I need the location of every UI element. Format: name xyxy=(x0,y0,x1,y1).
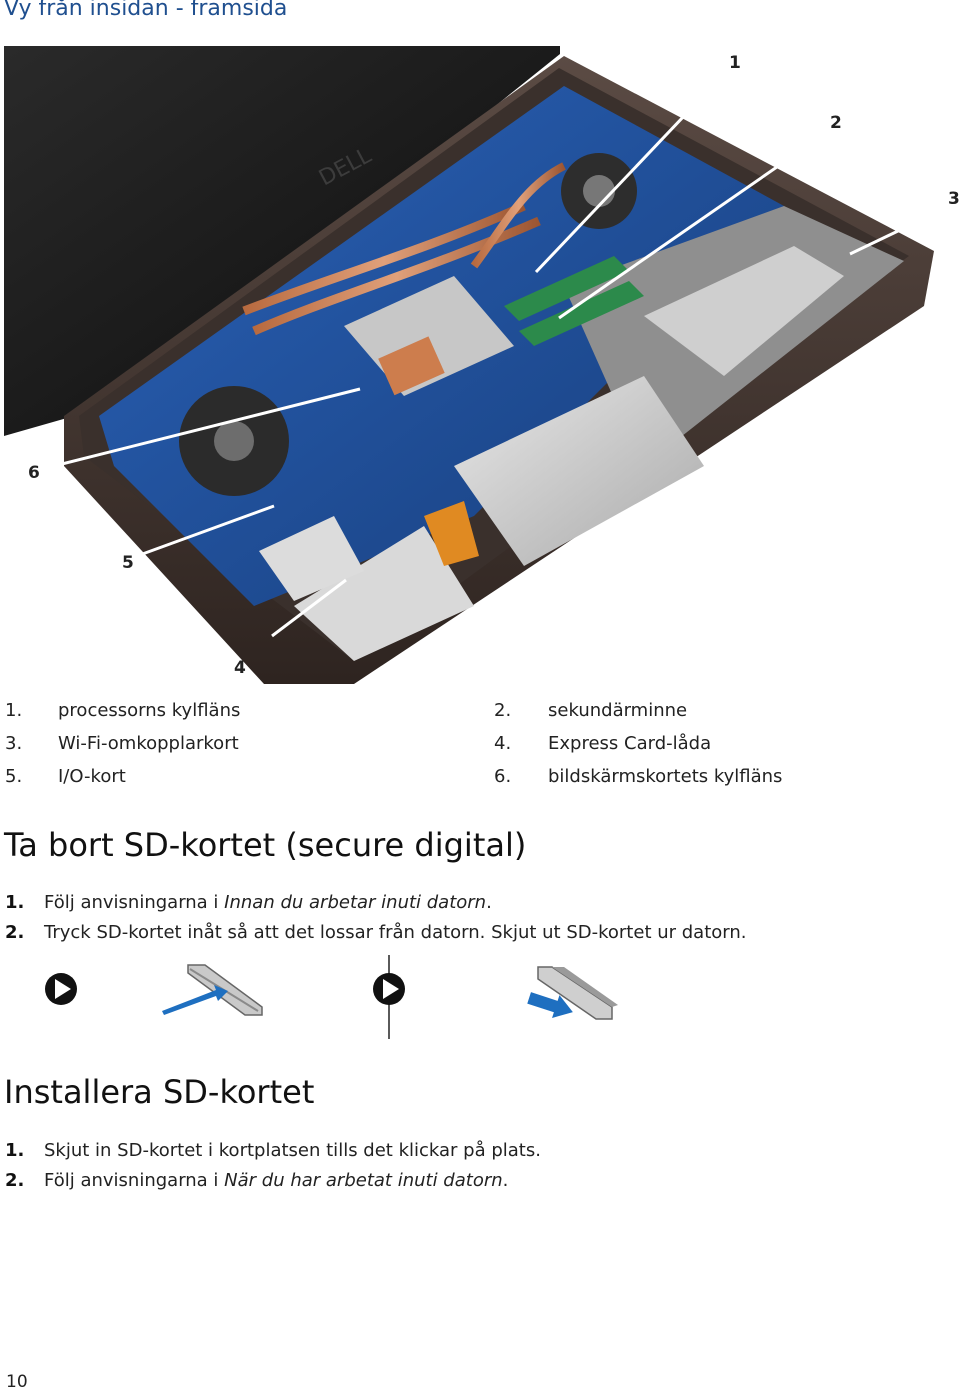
section-title: Vy från insidan - framsida xyxy=(4,0,288,21)
sd-card-illustrations xyxy=(45,955,618,1039)
legend-num: 1. xyxy=(5,700,23,721)
sd-card-push-illustration xyxy=(162,964,263,1016)
step-text: Följ anvisningarna i Innan du arbetar in… xyxy=(44,892,492,913)
callout-3: 3 xyxy=(948,189,960,209)
sd-card-eject-illustration xyxy=(527,966,618,1020)
page-number: 10 xyxy=(6,1372,28,1392)
legend-num: 6. xyxy=(494,766,512,787)
play-icon xyxy=(45,973,77,1005)
step-reference-link[interactable]: Innan du arbetar inuti datorn xyxy=(224,892,487,913)
callout-6: 6 xyxy=(28,463,40,483)
callout-4: 4 xyxy=(234,658,246,678)
callout-5: 5 xyxy=(122,553,134,573)
laptop-interior-photo: DELL 1 2 3 4 5 6 xyxy=(4,46,960,684)
legend-num: 5. xyxy=(5,766,23,787)
play-icon xyxy=(373,973,405,1005)
step-text: Skjut in SD-kortet i kortplatsen tills d… xyxy=(44,1140,541,1161)
legend-text: Express Card-låda xyxy=(548,733,712,754)
install-heading: Installera SD-kortet xyxy=(4,1073,315,1111)
remove-heading: Ta bort SD-kortet (secure digital) xyxy=(4,826,527,864)
legend-num: 3. xyxy=(5,733,23,754)
step-number: 2. xyxy=(5,922,25,943)
callout-2: 2 xyxy=(830,113,842,133)
legend-text: bildskärmskortets kylfläns xyxy=(548,766,783,787)
legend-text: sekundärminne xyxy=(548,700,688,721)
legend-num: 2. xyxy=(494,700,512,721)
step-text: Följ anvisningarna i När du har arbetat … xyxy=(44,1170,509,1191)
legend-num: 4. xyxy=(494,733,512,754)
step-number: 2. xyxy=(5,1170,25,1191)
step-number: 1. xyxy=(5,892,25,913)
legend-text: processorns kylfläns xyxy=(58,700,241,721)
callout-1: 1 xyxy=(729,53,741,73)
legend-text: I/O-kort xyxy=(58,766,126,787)
step-text: Tryck SD-kortet inåt så att det lossar f… xyxy=(44,922,747,943)
legend-text: Wi-Fi-omkopplarkort xyxy=(58,733,239,754)
step-number: 1. xyxy=(5,1140,25,1161)
step-reference-link[interactable]: När du har arbetat inuti datorn xyxy=(224,1170,503,1191)
